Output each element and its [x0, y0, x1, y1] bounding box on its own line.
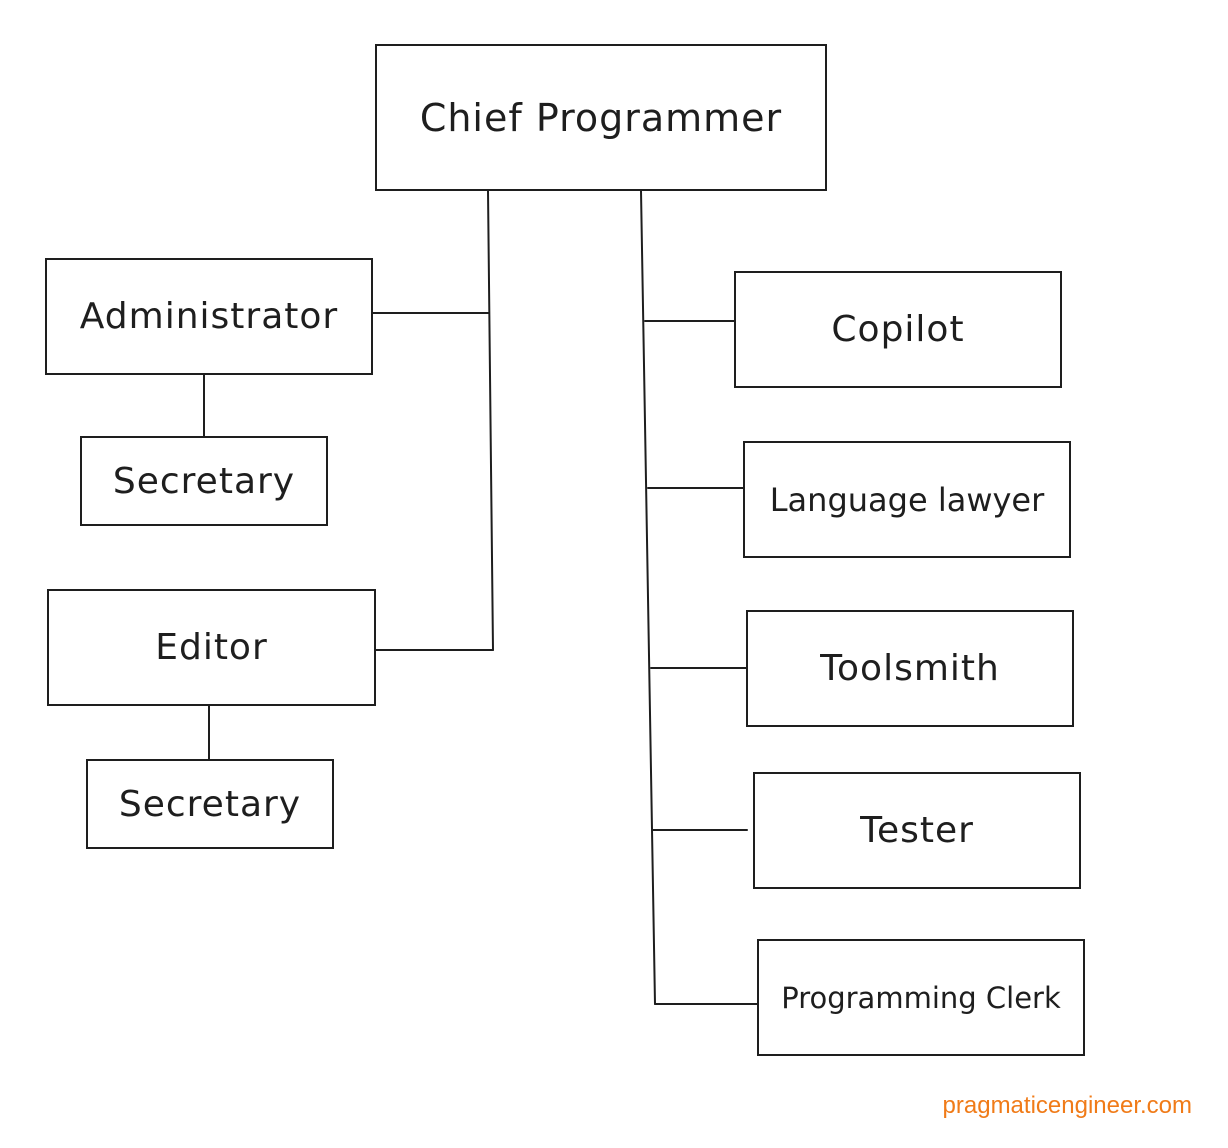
node-language-lawyer-label: Language lawyer — [769, 480, 1045, 519]
node-administrator-secretary-label: Secretary — [112, 460, 296, 502]
node-toolsmith: Toolsmith — [746, 610, 1074, 727]
watermark-text: pragmaticengineer.com — [942, 1092, 1192, 1119]
node-editor: Editor — [47, 589, 376, 706]
node-editor-secretary-label: Secretary — [118, 783, 302, 825]
node-administrator: Administrator — [45, 258, 373, 375]
node-editor-secretary: Secretary — [86, 759, 334, 849]
node-tester: Tester — [753, 772, 1081, 889]
connector-chief-right-trunk — [640, 190, 656, 1005]
node-administrator-secretary: Secretary — [80, 436, 328, 526]
node-language-lawyer: Language lawyer — [743, 441, 1071, 558]
node-editor-label: Editor — [155, 627, 268, 668]
node-chief-programmer: Chief Programmer — [375, 44, 827, 191]
node-administrator-label: Administrator — [79, 296, 339, 337]
node-toolsmith-label: Toolsmith — [820, 648, 1000, 689]
connector-chief-left-trunk — [487, 190, 494, 651]
node-programming-clerk-label: Programming Clerk — [781, 980, 1061, 1015]
node-copilot: Copilot — [734, 271, 1062, 388]
node-copilot-label: Copilot — [831, 309, 965, 350]
node-tester-label: Tester — [860, 810, 974, 851]
node-chief-programmer-label: Chief Programmer — [419, 95, 783, 140]
node-programming-clerk: Programming Clerk — [757, 939, 1085, 1056]
